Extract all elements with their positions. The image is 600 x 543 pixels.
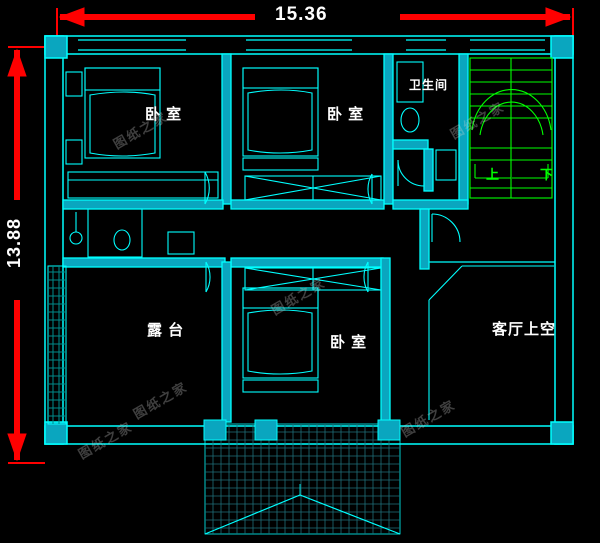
bathroom-fixtures [396, 61, 457, 181]
wardrobe-mid-bottom [244, 267, 382, 291]
room-label-bedroom-left: 卧 室 [145, 106, 183, 123]
bed-mid-bottom [242, 287, 319, 393]
room-label-bedroom-mid-top: 卧 室 [327, 106, 365, 123]
dimension-left-label: 13.88 [4, 218, 24, 269]
stair-down-label: 下 [540, 167, 554, 182]
wardrobe-left [67, 171, 219, 199]
dimension-arrows [7, 7, 574, 464]
wardrobe-mid-top [244, 175, 382, 201]
terrace-railing [47, 265, 67, 425]
room-label-living-void: 客厅上空 [492, 321, 557, 338]
corridor-fixtures [69, 208, 195, 258]
room-label-bedroom-mid-bottom: 卧 室 [330, 334, 368, 351]
bottom-pilasters [203, 419, 401, 441]
doors [204, 159, 461, 293]
porch-roof-hatch [204, 423, 401, 535]
room-label-bathroom: 卫生间 [409, 78, 449, 92]
interior-walls [62, 53, 555, 424]
living-void-lines [428, 265, 554, 420]
bed-left [65, 67, 161, 165]
room-label-terrace: 露 台 [147, 322, 185, 339]
dimension-top-label: 15.36 [275, 4, 328, 25]
staircase [469, 57, 553, 199]
exterior-walls [44, 35, 574, 445]
bed-mid-top [242, 67, 319, 171]
stair-up-label: 上 [486, 167, 500, 182]
windows-top [78, 39, 545, 51]
